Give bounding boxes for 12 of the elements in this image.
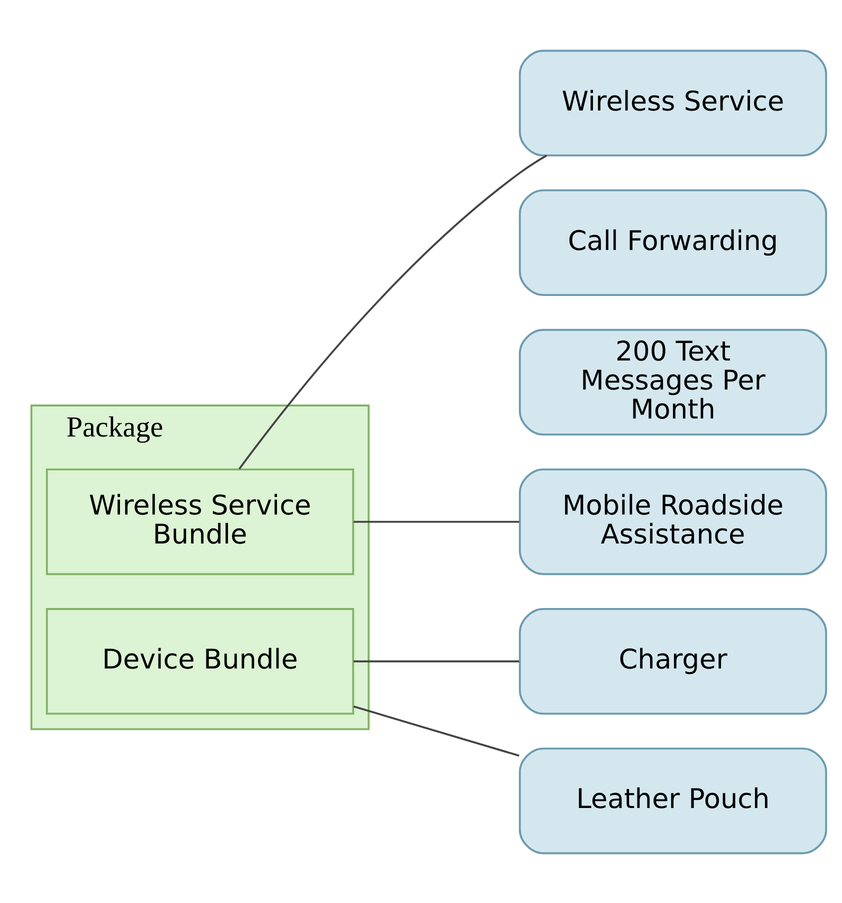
node-box: Call Forwarding	[518, 188, 828, 296]
node-box: Charger	[518, 608, 828, 714]
node-box: Wireless Service Bundle	[46, 468, 354, 575]
connector	[354, 520, 520, 522]
node-box: 200 Text Messages Per Month	[518, 328, 828, 436]
connector	[353, 705, 520, 756]
node-box: Device Bundle	[46, 608, 354, 714]
connector	[354, 660, 520, 662]
node-box: Wireless Service	[518, 49, 828, 156]
node-box: Leather Pouch	[518, 747, 828, 854]
connector	[238, 154, 548, 470]
node-box: Mobile Roadside Assistance	[518, 468, 828, 575]
